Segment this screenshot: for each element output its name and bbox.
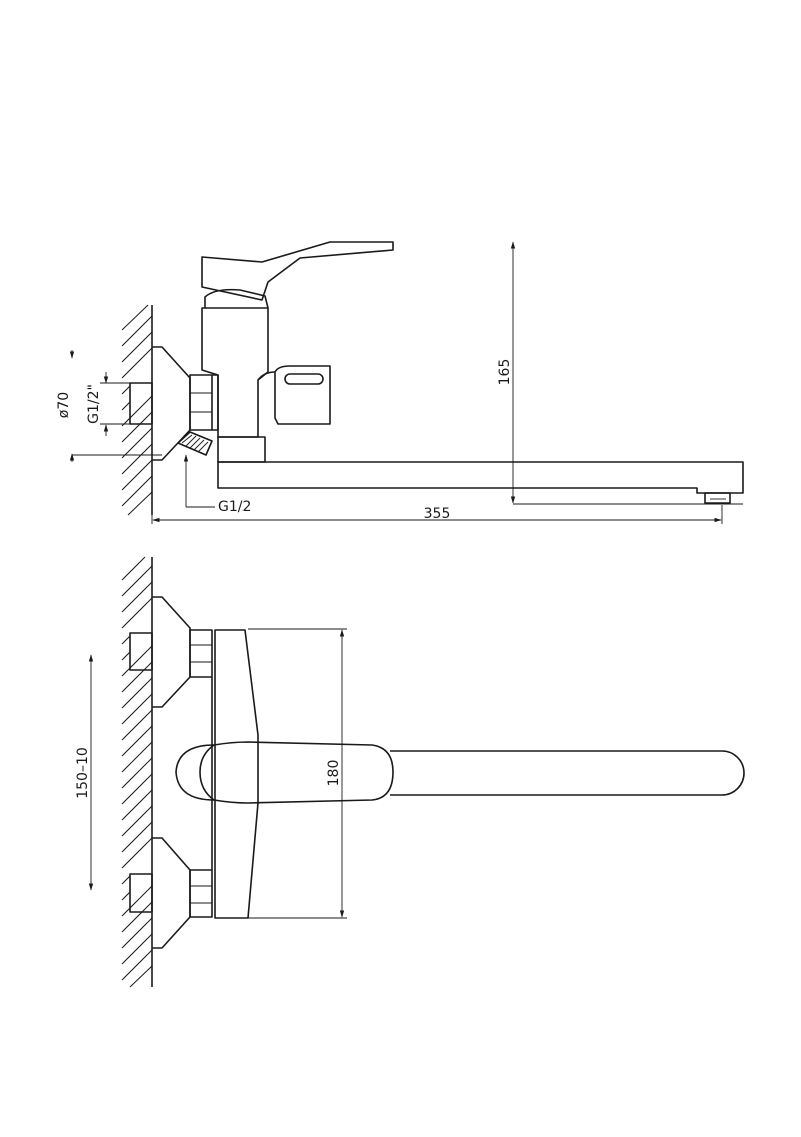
escutcheon bbox=[152, 346, 191, 461]
wall-hatching-bottom bbox=[121, 556, 153, 988]
dimension-body-width-label: 180 bbox=[326, 760, 342, 787]
rear-knob bbox=[175, 744, 215, 801]
dimension-length: 355 bbox=[151, 505, 723, 524]
dimension-thread-wall: G1/2" bbox=[86, 372, 130, 436]
dimension-center-distance: 150–10 bbox=[72, 654, 94, 891]
dimension-height-label: 165 bbox=[497, 359, 513, 386]
dimension-diameter-label: ø70 bbox=[56, 392, 72, 418]
wall-pipe-stub bbox=[129, 382, 153, 425]
mesh-filter bbox=[177, 431, 213, 456]
dimension-height: 165 bbox=[497, 241, 743, 505]
leader-thread-outlet: G1/2 bbox=[183, 454, 251, 515]
lower-connection bbox=[129, 837, 213, 949]
hex-nut bbox=[189, 374, 213, 431]
dimension-diameter: ø70 bbox=[56, 350, 162, 462]
spout-top bbox=[390, 750, 745, 796]
dimension-length-label: 355 bbox=[424, 506, 451, 522]
dimension-center-distance-label: 150–10 bbox=[75, 747, 91, 799]
lever-handle-top bbox=[199, 741, 394, 804]
upper-connection bbox=[129, 596, 213, 708]
dimension-thread-outlet-label: G1/2 bbox=[218, 499, 251, 515]
mixer-body-top bbox=[214, 629, 259, 919]
top-view: 180 150–10 bbox=[72, 556, 745, 988]
aerator bbox=[704, 492, 731, 504]
diverter-knob bbox=[257, 365, 331, 425]
dimension-body-width: 180 bbox=[248, 628, 347, 919]
side-view: 165 355 ø70 G1/2" G1/2 bbox=[56, 241, 744, 524]
dimension-thread-wall-label: G1/2" bbox=[86, 384, 102, 424]
wall-hatching-top bbox=[121, 304, 153, 516]
lever-handle bbox=[201, 241, 394, 301]
spout bbox=[217, 461, 744, 494]
